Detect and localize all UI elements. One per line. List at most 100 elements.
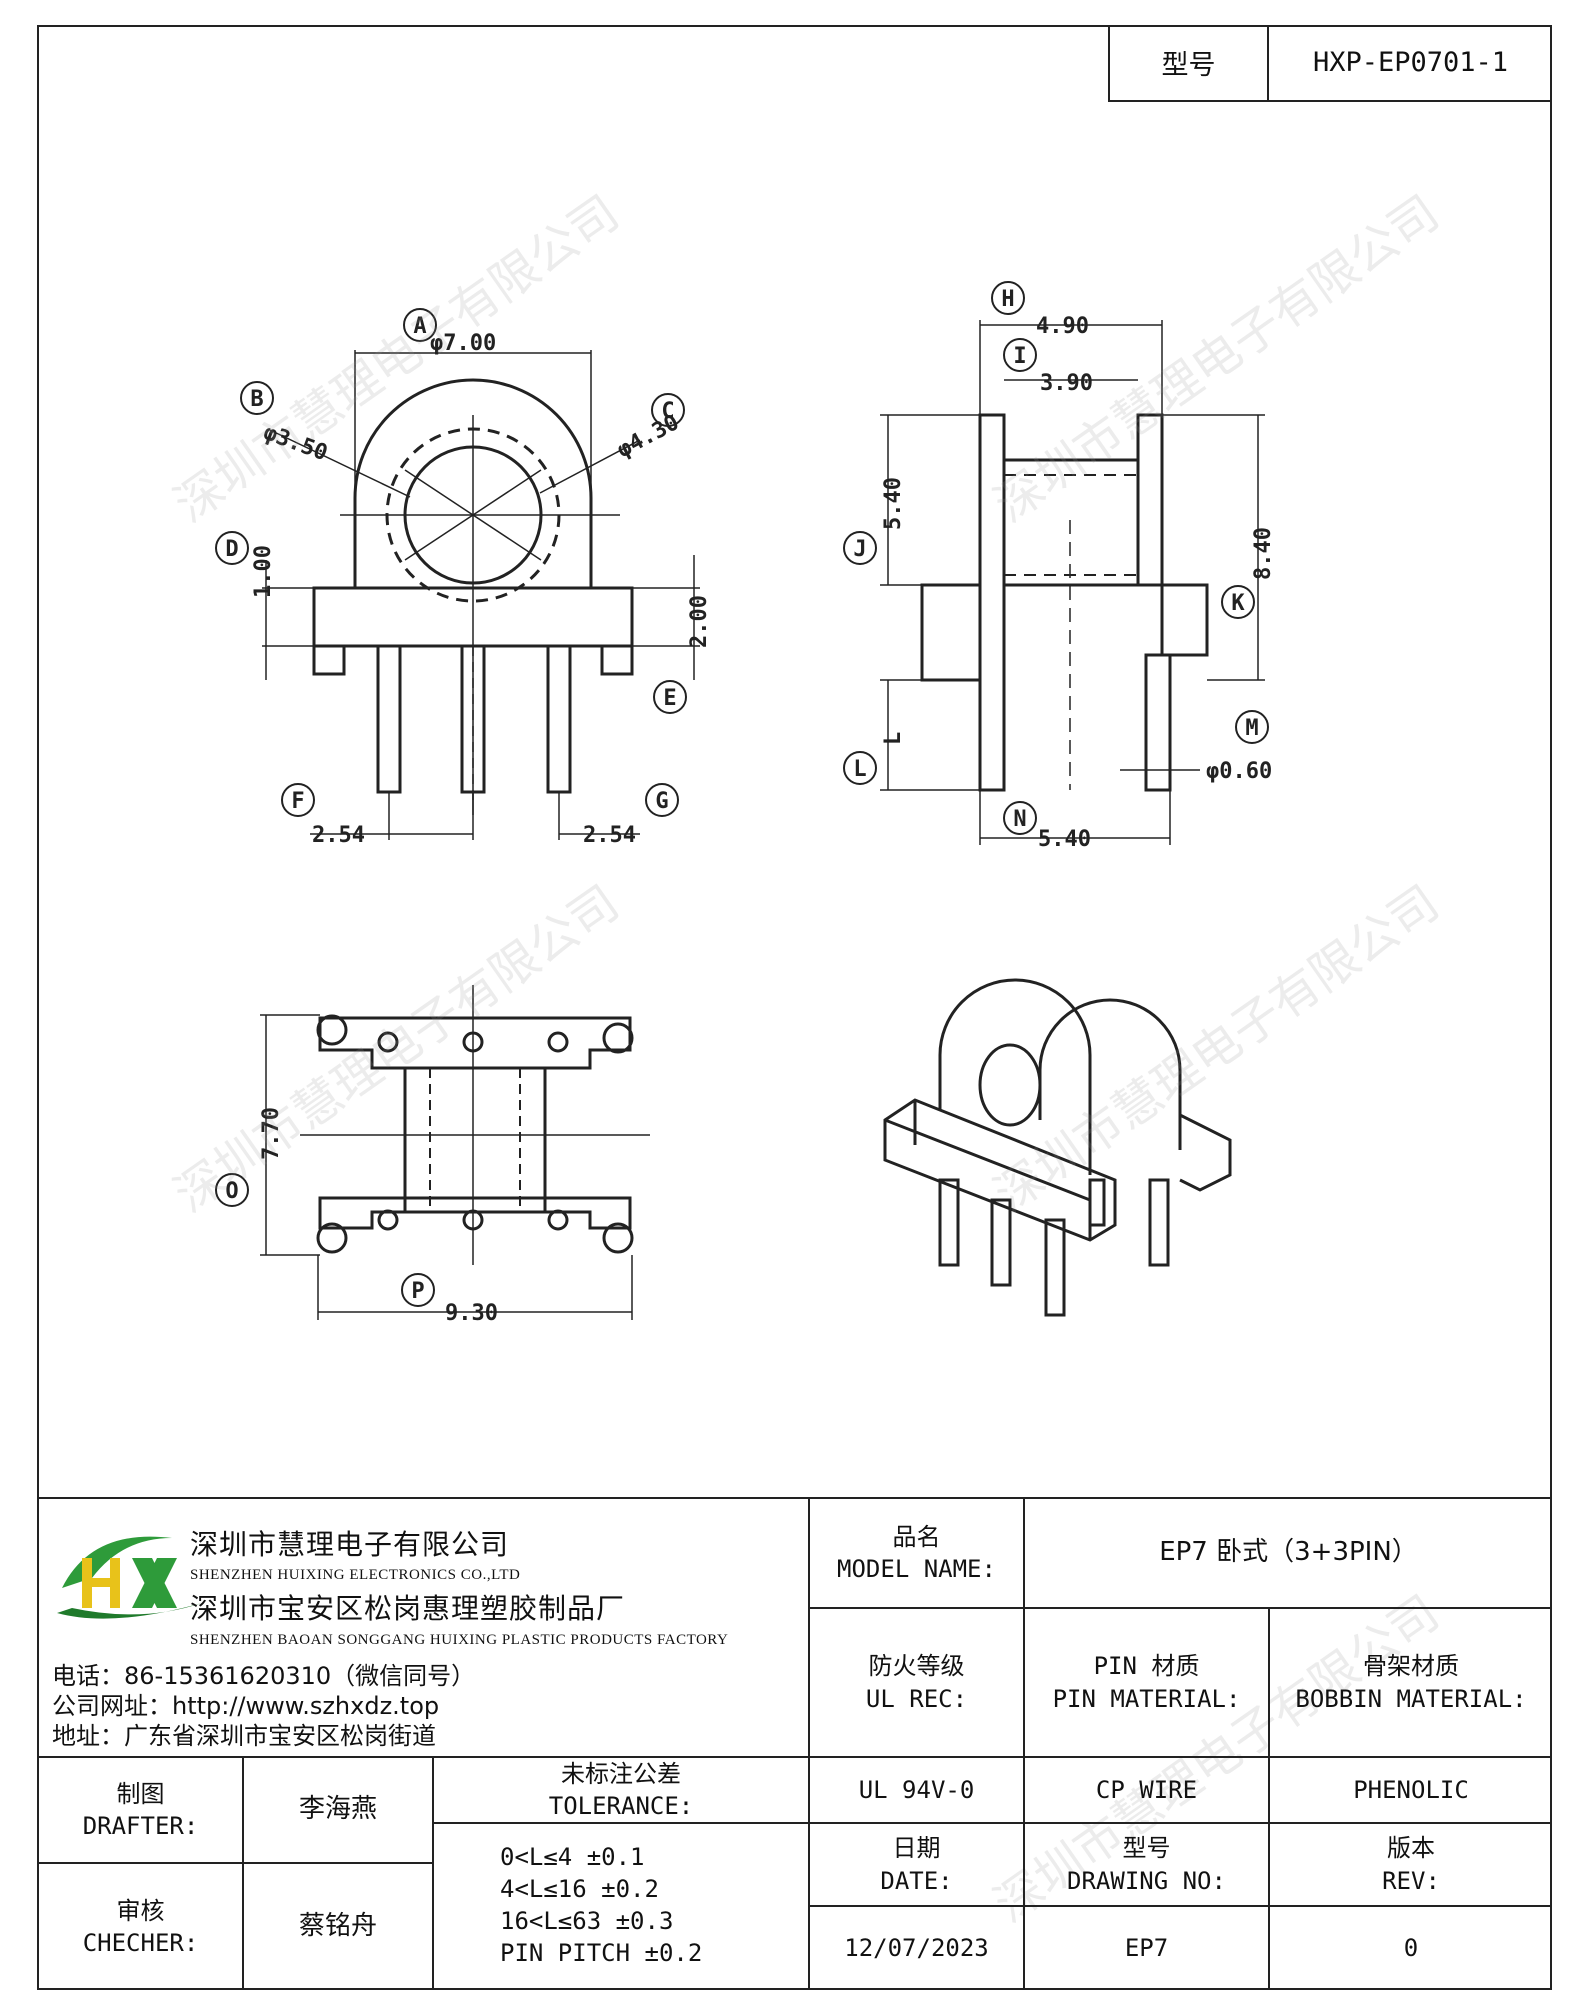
dim-p: 9.30 [445,1301,498,1326]
tolerance-label-en: TOLERANCE: [548,1792,694,1820]
bobbin-material-label-cell: 骨架材质 BOBBIN MATERIAL: [1270,1609,1552,1756]
dim-o: 7.70 [259,1107,284,1160]
pin-material-label-en: PIN MATERIAL: [1052,1684,1241,1713]
company-website[interactable]: 公司网址：http://www.szhxdz.top [52,1692,440,1720]
dim-h: 4.90 [1036,314,1089,339]
label-d: D [215,531,249,565]
svg-text:P: P [411,1279,424,1304]
side-view [880,320,1265,845]
label-g: G [645,783,679,817]
svg-text:J: J [853,537,866,562]
rev-label-en: REV: [1382,1866,1440,1895]
label-b: B [240,381,274,415]
tolerance-row: 16<L≤63 ±0.3 [500,1907,674,1935]
rev-label: 版本 [1387,1834,1435,1863]
date-label: 日期 [892,1834,941,1863]
date-label-cell: 日期 DATE: [810,1824,1023,1905]
label-m: M [1235,710,1269,744]
drafter-label: 制图 [116,1779,165,1808]
svg-text:L: L [853,757,866,782]
label-e: E [653,680,687,714]
label-f: F [281,783,315,817]
dim-j: 5.40 [881,477,906,530]
fire-rating-label-en: UL REC: [865,1684,968,1713]
model-value: HXP-EP0701-1 [1312,47,1509,78]
dim-b: φ3.50 [260,420,331,466]
drafter-value: 李海燕 [298,1794,377,1825]
svg-text:M: M [1245,716,1258,741]
label-a: A [403,308,437,342]
dim-a: φ7.00 [430,331,496,356]
svg-text:G: G [655,789,668,814]
bobbin-material-label-en: BOBBIN MATERIAL: [1295,1684,1527,1713]
rev-value: 0 [1403,1934,1419,1963]
label-p: P [401,1273,435,1307]
fire-rating-label: 防火等级 [868,1652,965,1681]
company-address: 地址：广东省深圳市宝安区松岗街道 [52,1722,436,1750]
checker-label: 审核 [116,1896,165,1925]
dim-k: 8.40 [1251,527,1276,580]
label-c: C [651,393,685,427]
tolerance-label-cell: 未标注公差 TOLERANCE: [434,1758,808,1822]
checker-label-cell: 审核 CHECHER: [39,1864,242,1990]
dim-e: 2.00 [687,595,712,648]
drawing-sheet-border [37,25,1552,1990]
svg-text:H: H [1001,287,1014,312]
label-l: L [843,751,877,785]
company-name-en: SHENZHEN HUIXING ELECTRONICS CO.,LTD [190,1567,521,1583]
pin-material-label: PIN 材质 [1093,1652,1200,1681]
label-o: O [215,1173,249,1207]
pin-material-label-cell: PIN 材质 PIN MATERIAL: [1025,1609,1268,1756]
drawing-no-value: EP7 [1124,1934,1169,1963]
company-logo [57,1536,202,1619]
dim-i: 3.90 [1040,371,1093,396]
svg-text:K: K [1231,591,1245,616]
dim-d: 1.00 [251,545,276,598]
top-view [260,985,650,1320]
model-name-label-cell: 品名 MODEL NAME: [810,1499,1023,1607]
drawing-no-label: 型号 [1122,1834,1171,1863]
tolerance-row: PIN PITCH ±0.2 [500,1939,703,1967]
company-name: 深圳市慧理电子有限公司 [190,1528,510,1561]
svg-text:E: E [663,686,676,711]
svg-text:B: B [250,387,263,412]
fire-rating-label-cell: 防火等级 UL REC: [810,1609,1023,1756]
checker-label-en: CHECHER: [82,1929,199,1957]
dim-n: 5.40 [1038,827,1091,852]
dim-g: 2.54 [583,823,636,848]
company-phone: 电话：86-15361620310（微信同号） [52,1662,476,1690]
drafter-label-en: DRAFTER: [82,1812,199,1840]
date-label-en: DATE: [880,1866,953,1895]
model-title-box: 型号 HXP-EP0701-1 [1108,25,1552,102]
svg-text:A: A [413,314,426,339]
rev-label-cell: 版本 REV: [1270,1824,1552,1905]
model-name-value: EP7 卧式（3+3PIN） [1159,1537,1418,1568]
pin-material-value: CP WIRE [1095,1775,1198,1804]
label-n: N [1003,801,1037,835]
dim-f: 2.54 [312,823,365,848]
factory-name: 深圳市宝安区松岗惠理塑胶制品厂 [190,1592,626,1625]
model-name-label-en: MODEL NAME: [837,1555,996,1583]
label-j: J [843,531,877,565]
svg-text:F: F [291,789,304,814]
label-k: K [1221,585,1255,619]
checker-value: 蔡铭舟 [298,1911,377,1942]
svg-text:N: N [1013,807,1026,832]
label-h: H [991,281,1025,315]
drafter-label-cell: 制图 DRAFTER: [39,1758,242,1862]
svg-text:C: C [661,399,674,424]
bobbin-material-value: PHENOLIC [1353,1775,1469,1804]
svg-text:O: O [225,1179,238,1204]
svg-text:I: I [1013,344,1026,369]
front-view [262,350,700,840]
bobbin-material-label: 骨架材质 [1363,1652,1459,1681]
drawing-no-label-cell: 型号 DRAWING NO: [1025,1824,1268,1905]
fire-rating-value: UL 94V-0 [858,1775,975,1804]
dim-c: φ4.30 [613,410,683,463]
label-i: I [1003,338,1037,372]
title-block-top-rule [37,1497,1552,1499]
isometric-view [883,978,1232,1317]
factory-name-en: SHENZHEN BAOAN SONGGANG HUIXING PLASTIC … [190,1632,729,1648]
dim-l: L [881,732,906,745]
tolerance-row: 4<L≤16 ±0.2 [500,1875,659,1903]
